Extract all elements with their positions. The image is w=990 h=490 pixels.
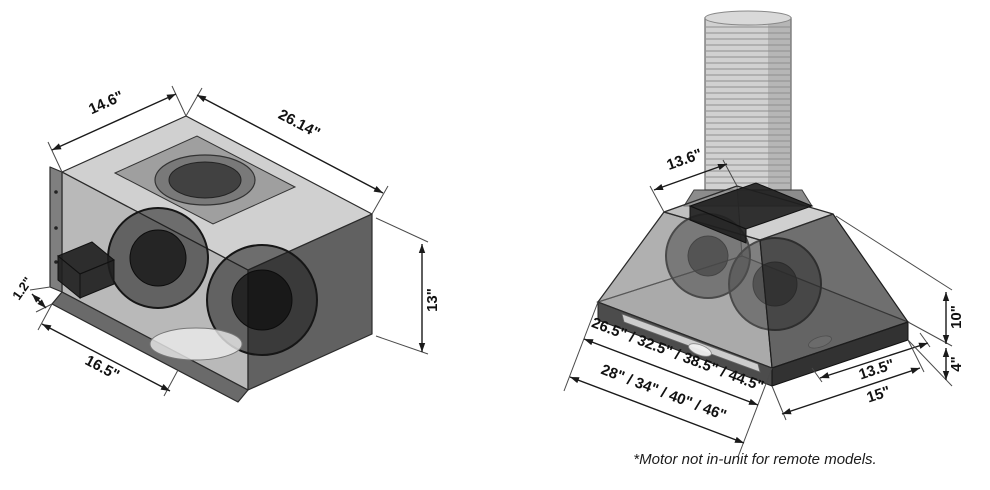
dim-label-bottom-width: 16.5" <box>82 352 122 384</box>
dimension-arrowhead <box>373 185 383 193</box>
extension-line <box>375 335 429 355</box>
junction-box-side <box>79 259 115 299</box>
extension-line <box>163 369 179 397</box>
dim-label-flange: 1.2" <box>9 274 35 302</box>
dimension-arrowhead <box>654 183 664 190</box>
extension-line <box>919 332 931 348</box>
duct-ribs <box>706 26 790 184</box>
extension-line <box>47 141 63 173</box>
screw-hole <box>54 190 58 194</box>
screw-hole <box>54 260 58 264</box>
extension-line <box>37 303 53 331</box>
dimension-arrowhead <box>942 292 950 301</box>
dimension-arrowhead <box>166 94 176 101</box>
dimension-arrowhead <box>918 342 928 349</box>
hood-insert-drawing <box>596 10 910 387</box>
dimension-arrowhead <box>717 164 727 171</box>
dim-label-duct-offset: 13.6" <box>665 146 705 174</box>
extension-line <box>35 303 53 313</box>
dim-label-top-width: 14.6" <box>86 88 126 118</box>
extension-line <box>563 301 599 392</box>
dimension-arrowhead <box>734 436 744 443</box>
dimension-arrowhead <box>748 398 758 405</box>
dimension-arrowhead <box>160 383 170 391</box>
dimension-arrowhead <box>942 348 950 357</box>
bottom-intake-opening <box>149 327 243 361</box>
footnote-motor-remote: *Motor not in-unit for remote models. <box>633 451 877 468</box>
extension-line <box>907 339 925 373</box>
dim-label-body-height: 10" <box>948 305 965 329</box>
dimension-line-insert-widths <box>583 338 759 406</box>
duct-shading <box>768 18 791 190</box>
dim-label-inner-depth: 13.5" <box>857 356 897 383</box>
duct-body <box>704 17 792 191</box>
dim-label-depth: 26.14" <box>275 106 322 142</box>
dimension-arrowhead <box>32 294 41 303</box>
dimension-arrowhead <box>820 372 830 379</box>
blower-box-drawing <box>49 115 373 403</box>
extension-line <box>811 367 823 383</box>
duct-top-opening <box>704 10 792 26</box>
dimension-line-duct-offset <box>653 163 728 191</box>
dimension-arrowhead <box>942 371 950 380</box>
dim-label-height: 13" <box>424 288 441 312</box>
baffle-slot <box>621 313 761 373</box>
dimension-arrowhead <box>418 244 426 253</box>
extension-line <box>185 87 203 117</box>
dimension-line-inner-depth <box>819 342 929 379</box>
extension-line <box>649 185 665 213</box>
dimension-arrowhead <box>418 343 426 352</box>
dimension-arrowhead <box>570 377 580 384</box>
dim-label-rim-height: 4" <box>948 356 965 371</box>
extension-line <box>771 385 787 421</box>
dimension-arrowhead <box>584 339 594 346</box>
dimension-line-top-width <box>51 93 177 151</box>
blower-hub <box>231 269 293 331</box>
dimension-arrowhead <box>782 408 792 415</box>
dimension-arrowhead <box>37 299 46 308</box>
extension-line <box>835 215 953 291</box>
dim-label-outer-depth: 15" <box>865 383 893 407</box>
dimension-arrowhead <box>52 143 62 150</box>
duct-collar-inner <box>168 161 242 199</box>
dimension-arrowhead <box>942 335 950 344</box>
screw-hole <box>54 226 58 230</box>
extension-line <box>907 321 953 347</box>
dimension-line-bottom-width <box>41 323 171 392</box>
extension-line <box>371 185 389 215</box>
dimension-arrowhead <box>42 324 52 332</box>
motor-housing-front <box>689 205 747 244</box>
extension-line <box>29 286 51 291</box>
extension-line <box>171 85 187 117</box>
blower-hub <box>129 229 187 287</box>
extension-line <box>375 217 429 243</box>
hood-light <box>688 343 712 357</box>
dimension-arrowhead <box>910 367 920 374</box>
dimension-arrowhead <box>197 95 207 103</box>
dimension-line-outer-depth <box>781 367 921 415</box>
dimension-line-depth <box>196 94 384 194</box>
extension-line <box>907 339 953 387</box>
dimension-line-hood-widths <box>569 376 745 444</box>
